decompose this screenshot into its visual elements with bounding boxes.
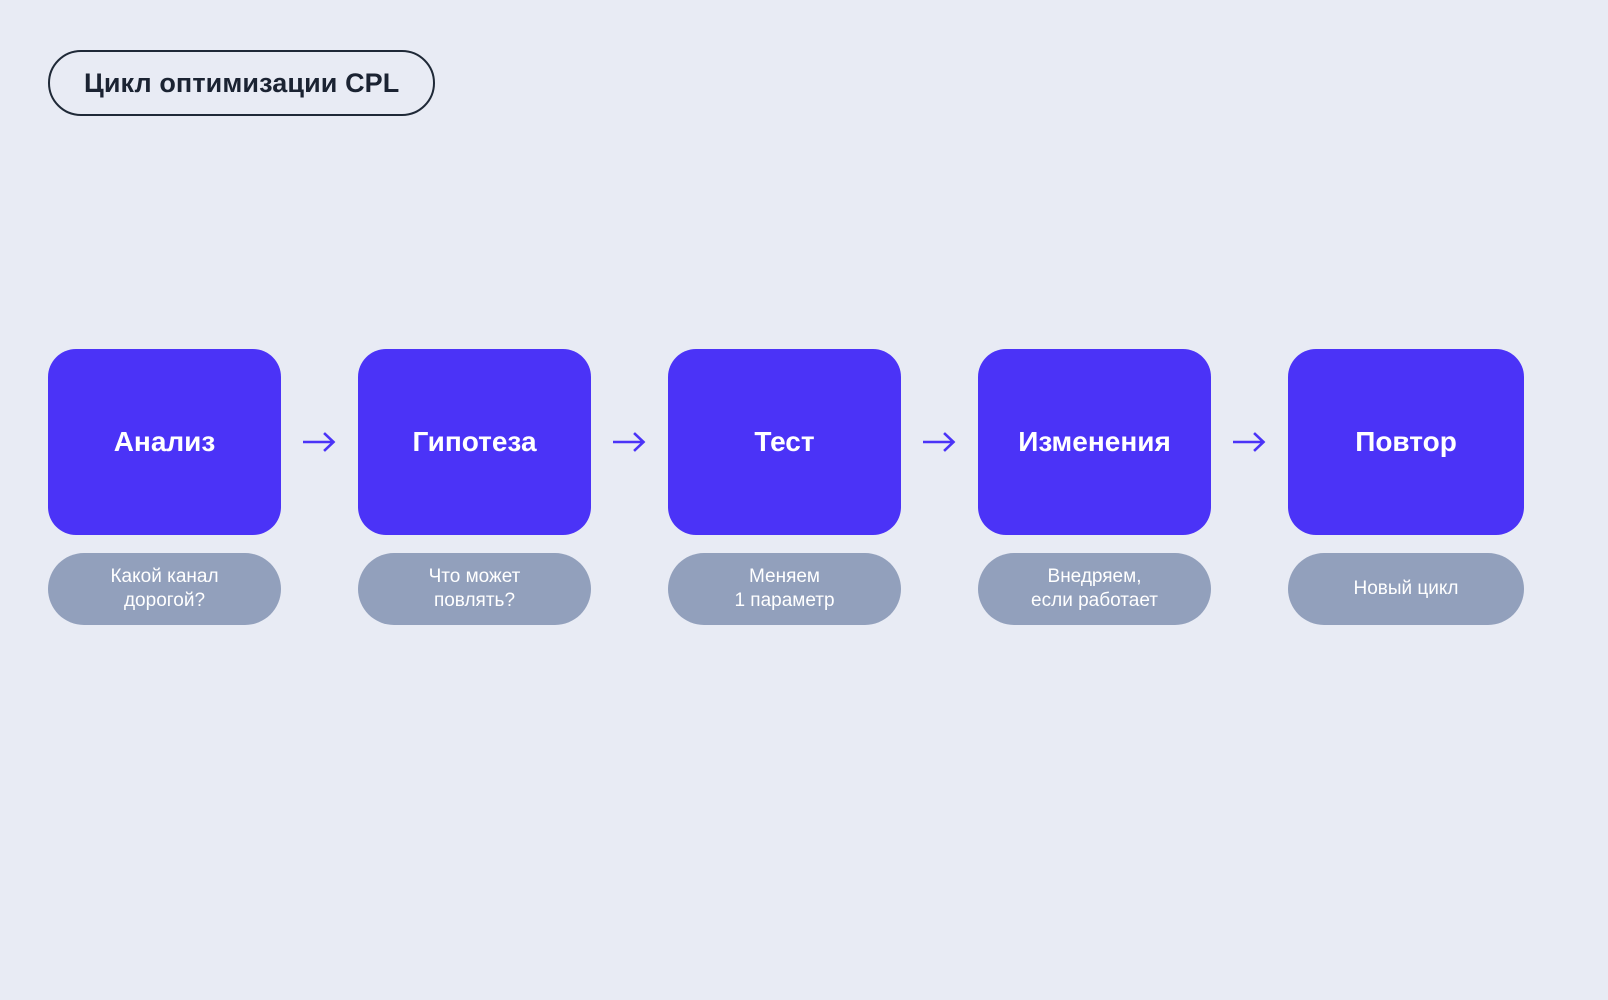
page-title: Цикл оптимизации CPL bbox=[84, 67, 400, 98]
flow-step-test[interactable]: Тест Меняем 1 параметр bbox=[668, 349, 901, 625]
step-card-label: Тест bbox=[754, 425, 815, 457]
arrow-right-icon bbox=[281, 349, 358, 535]
step-card-repeat[interactable]: Повтор bbox=[1288, 349, 1524, 535]
step-caption-test: Меняем 1 параметр bbox=[668, 553, 901, 625]
diagram-title-pill: Цикл оптимизации CPL bbox=[48, 50, 436, 116]
cpl-optimization-flow: Анализ Какой канал дорогой? Гипотеза Что… bbox=[48, 349, 1560, 625]
step-caption-label: Внедряем, если работает bbox=[1031, 566, 1158, 611]
step-caption-label: Меняем 1 параметр bbox=[734, 566, 835, 611]
step-card-changes[interactable]: Изменения bbox=[978, 349, 1211, 535]
step-caption-hypothesis: Что может повлять? bbox=[358, 553, 591, 625]
arrow-right-icon bbox=[591, 349, 668, 535]
step-card-label: Гипотеза bbox=[412, 425, 537, 457]
step-caption-label: Что может повлять? bbox=[428, 566, 521, 611]
step-card-label: Изменения bbox=[1018, 425, 1171, 457]
flow-step-repeat[interactable]: Повтор Новый цикл bbox=[1288, 349, 1524, 625]
arrow-right-icon bbox=[901, 349, 978, 535]
step-caption-changes: Внедряем, если работает bbox=[978, 553, 1211, 625]
step-caption-analysis: Какой канал дорогой? bbox=[48, 553, 281, 625]
step-caption-label: Какой канал дорогой? bbox=[110, 566, 219, 611]
step-caption-label: Новый цикл bbox=[1353, 578, 1459, 600]
step-card-analysis[interactable]: Анализ bbox=[48, 349, 281, 535]
flow-step-changes[interactable]: Изменения Внедряем, если работает bbox=[978, 349, 1211, 625]
flow-step-analysis[interactable]: Анализ Какой канал дорогой? bbox=[48, 349, 281, 625]
step-card-hypothesis[interactable]: Гипотеза bbox=[358, 349, 591, 535]
step-card-label: Анализ bbox=[113, 425, 216, 457]
step-caption-repeat: Новый цикл bbox=[1288, 553, 1524, 625]
step-card-test[interactable]: Тест bbox=[668, 349, 901, 535]
flow-step-hypothesis[interactable]: Гипотеза Что может повлять? bbox=[358, 349, 591, 625]
arrow-right-icon bbox=[1211, 349, 1288, 535]
step-card-label: Повтор bbox=[1355, 425, 1457, 457]
